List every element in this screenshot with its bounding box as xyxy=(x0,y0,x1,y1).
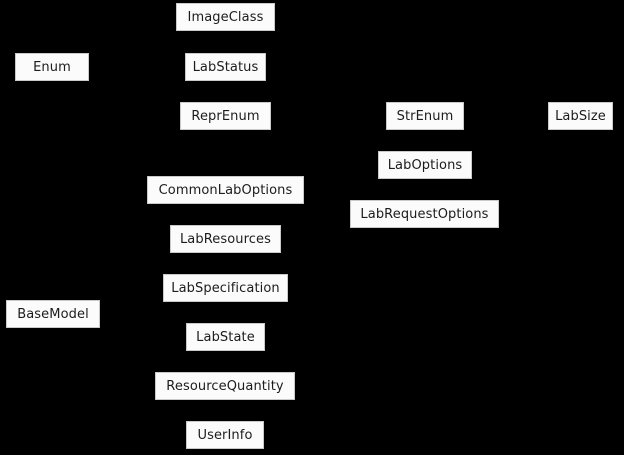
class-node-label: LabRequestOptions xyxy=(360,206,489,222)
class-node-resource-quantity[interactable]: ResourceQuantity xyxy=(155,372,295,400)
edge-base-model-to-resource-quantity xyxy=(99,313,156,387)
class-node-repr-enum[interactable]: ReprEnum xyxy=(180,102,271,130)
class-node-label: ImageClass xyxy=(187,9,264,25)
class-node-label: LabState xyxy=(196,329,255,345)
class-node-label: LabOptions xyxy=(387,157,463,173)
class-node-label: LabStatus xyxy=(192,59,259,75)
class-node-label: CommonLabOptions xyxy=(158,182,293,198)
class-node-lab-status[interactable]: LabStatus xyxy=(185,53,266,81)
class-node-lab-request-options[interactable]: LabRequestOptions xyxy=(350,200,499,228)
class-node-enum[interactable]: Enum xyxy=(15,53,89,81)
edge-common-lab-options-to-lab-request-options xyxy=(303,189,351,215)
class-node-label: LabSpecification xyxy=(171,280,280,296)
class-node-label: ReprEnum xyxy=(191,108,260,124)
class-node-label: BaseModel xyxy=(17,306,89,322)
class-node-base-model[interactable]: BaseModel xyxy=(6,300,100,328)
edge-base-model-to-lab-specification xyxy=(99,287,164,315)
class-node-common-lab-options[interactable]: CommonLabOptions xyxy=(147,176,304,204)
edge-base-model-to-lab-state xyxy=(99,313,187,338)
class-node-user-info[interactable]: UserInfo xyxy=(186,421,264,449)
class-node-lab-size[interactable]: LabSize xyxy=(548,102,613,130)
class-node-lab-resources[interactable]: LabResources xyxy=(170,225,281,253)
class-node-lab-state[interactable]: LabState xyxy=(186,323,265,351)
edge-common-lab-options-to-lab-options xyxy=(303,164,379,191)
class-node-label: LabSize xyxy=(555,108,606,124)
class-node-label: UserInfo xyxy=(197,427,253,443)
class-node-label: LabResources xyxy=(179,231,272,247)
class-node-str-enum[interactable]: StrEnum xyxy=(386,102,464,130)
class-node-lab-specification[interactable]: LabSpecification xyxy=(163,274,288,302)
edge-base-model-to-lab-resources xyxy=(99,238,171,315)
class-node-label: Enum xyxy=(33,59,71,75)
edge-enum-to-repr-enum xyxy=(88,66,181,117)
class-node-lab-options[interactable]: LabOptions xyxy=(378,151,472,179)
class-node-image-class[interactable]: ImageClass xyxy=(176,3,275,31)
class-node-label: StrEnum xyxy=(396,108,454,124)
class-node-label: ResourceQuantity xyxy=(166,378,284,394)
edge-base-model-to-common-lab-options xyxy=(99,189,148,315)
